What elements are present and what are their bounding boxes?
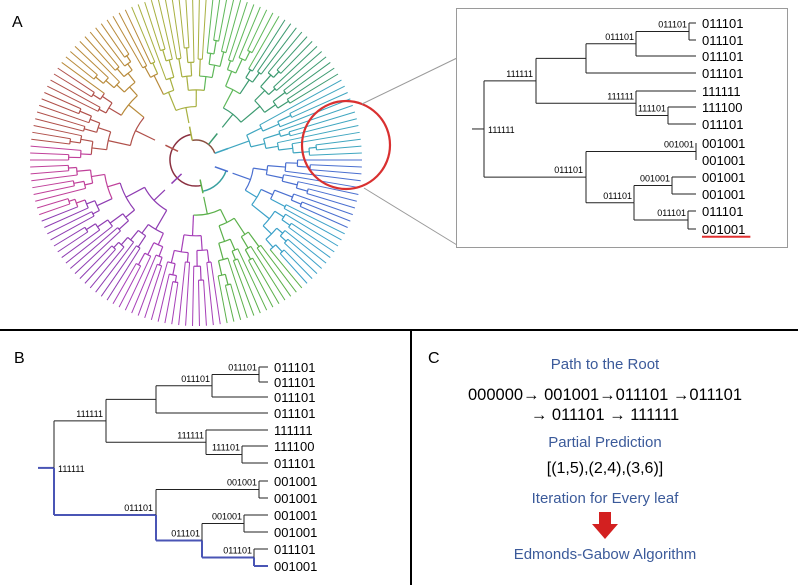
internal-label: 011101 xyxy=(658,20,687,30)
zoom-tree-labels: 1111111111110111010111011111111111010111… xyxy=(488,16,751,238)
internal-label: 111111 xyxy=(506,69,533,79)
leaf-label: 011101 xyxy=(702,117,743,132)
internal-label: 011101 xyxy=(228,363,257,373)
internal-label: 011101 xyxy=(657,208,686,218)
path-line-2: → 011101 → 111111 xyxy=(530,406,680,424)
internal-label: 111111 xyxy=(488,125,515,135)
leaf-label: 011101 xyxy=(274,456,315,471)
zoom-box xyxy=(456,8,788,248)
leaf-label: 011101 xyxy=(274,390,315,405)
panel-label-a: A xyxy=(12,14,23,31)
leaf-label: 111111 xyxy=(702,84,741,99)
internal-label: 011101 xyxy=(223,546,252,556)
leaf-label: 001001 xyxy=(702,222,745,237)
path-line-1: 000000→ 001001→011101 →011101 xyxy=(467,386,742,404)
internal-label: 011101 xyxy=(605,32,634,42)
leaf-label: 001001 xyxy=(274,559,317,574)
partial-value: [(1,5),(2,4),(3,6)] xyxy=(546,460,664,477)
internal-label: 011101 xyxy=(554,165,583,175)
panel-b-tree-lines xyxy=(38,366,268,567)
internal-label: 001001 xyxy=(212,512,242,522)
leaf-label: 011101 xyxy=(274,375,315,390)
internal-label: 001001 xyxy=(227,478,257,488)
leaf-label: 011101 xyxy=(274,542,315,557)
leaf-label: 011101 xyxy=(274,406,315,421)
leaf-label: 001001 xyxy=(274,474,317,489)
leaf-label: 001001 xyxy=(702,170,745,185)
zoom-tree: 1111111111110111010111011111111111010111… xyxy=(472,16,751,238)
internal-label: 011101 xyxy=(603,191,632,201)
leaf-label: 001001 xyxy=(274,525,317,540)
leaf-label: 011101 xyxy=(702,49,743,64)
internal-label: 011101 xyxy=(181,374,210,384)
leaf-label: 111111 xyxy=(274,423,313,438)
horizontal-divider xyxy=(0,329,798,331)
internal-label: 111101 xyxy=(212,443,240,453)
leaf-label: 111100 xyxy=(274,439,315,454)
vertical-divider xyxy=(410,330,412,585)
leaf-label: 001001 xyxy=(274,491,317,506)
panel-label-b: B xyxy=(14,350,25,367)
highlight-circle xyxy=(300,99,392,191)
path-heading: Path to the Root xyxy=(550,356,660,373)
internal-label: 111111 xyxy=(58,464,85,474)
internal-label: 001001 xyxy=(664,140,694,150)
circular-tree-branches xyxy=(30,0,362,326)
internal-label: 111111 xyxy=(177,430,204,440)
leaf-label: 111100 xyxy=(702,100,743,115)
internal-label: 011101 xyxy=(171,529,200,539)
internal-label: 111111 xyxy=(76,409,103,419)
leaf-label: 011101 xyxy=(274,360,315,375)
leaf-label: 001001 xyxy=(702,187,745,202)
circular-tree xyxy=(30,0,392,326)
internal-label: 111111 xyxy=(607,91,634,101)
leaf-label: 011101 xyxy=(702,204,743,219)
zoom-tree-lines xyxy=(472,22,697,230)
zoom-connectors xyxy=(361,57,458,246)
leaf-label: 001001 xyxy=(702,136,745,151)
panel-b-tree-labels: 1111111111110111010111011111111111010111… xyxy=(58,360,317,574)
leaf-label: 001001 xyxy=(274,508,317,523)
internal-label: 011101 xyxy=(124,503,153,513)
internal-label: 001001 xyxy=(640,174,670,184)
leaf-label: 011101 xyxy=(702,66,743,81)
internal-label: 111101 xyxy=(638,104,666,114)
panel-b-tree: 1111111111110111010111011111111111010111… xyxy=(38,360,317,574)
algorithm-text: Edmonds-Gabow Algorithm xyxy=(513,546,697,563)
down-arrow-icon xyxy=(592,512,618,539)
leaf-label: 011101 xyxy=(702,16,743,31)
partial-heading: Partial Prediction xyxy=(548,434,662,451)
leaf-label: 001001 xyxy=(702,153,745,168)
iteration-text: Iteration for Every leaf xyxy=(531,490,679,507)
panel-label-c: C xyxy=(428,350,440,367)
leaf-label: 011101 xyxy=(702,33,743,48)
